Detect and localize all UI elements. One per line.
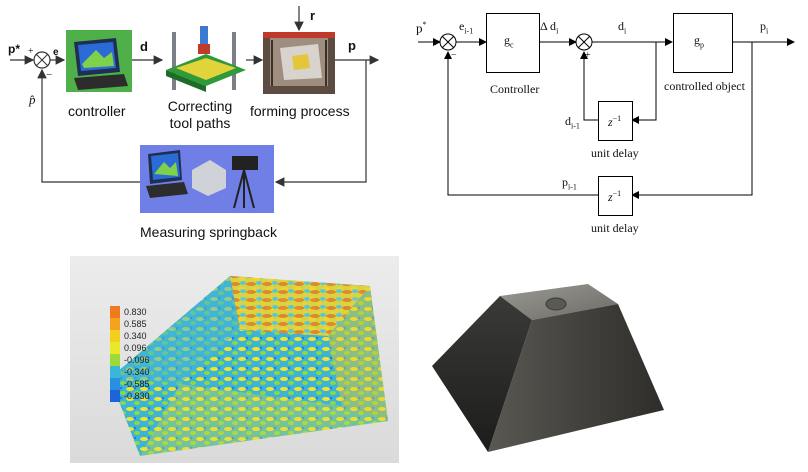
ilc-delta-d-label: Δ di [540,19,558,35]
ilc-p-prev-label: pi-1 [562,175,577,191]
plant-block-subscript: p [700,40,704,49]
controller-block: gc [486,13,540,73]
ilc-plus-3: + [585,50,591,61]
ilc-controller-label: Controller [490,82,539,97]
output-signal-label: p [348,38,356,53]
deviation-heatmap: 0.830 0.585 0.340 0.096 -0.096 -0.340 -0… [70,256,399,463]
ilc-d-prev-label: di-1 [565,114,580,130]
legend-swatch [110,390,120,402]
legend-label: 0.096 [124,343,147,353]
input-signal-label: p* [8,42,20,56]
ilc-input-label: p* [416,20,427,36]
measuring-label: Measuring springback [140,224,277,240]
command-signal-label: d [140,39,148,54]
legend-swatch [110,378,120,390]
feedback-signal-label: p̂ [29,92,36,108]
ilc-error-label: ei-1 [459,19,473,35]
ilc-delay-label-2: unit delay [591,221,639,236]
delay-exponent-2: −1 [613,189,622,198]
legend-label: -0.585 [124,379,150,389]
ilc-minus-1: − [451,50,457,61]
legend-label: -0.830 [124,391,150,401]
tool-path-machine-icon [166,26,246,92]
svg-text:−: − [46,69,52,81]
plant-block: gp [673,13,733,73]
ilc-plus-2: + [568,38,574,49]
legend-label: 0.830 [124,307,147,317]
unit-delay-block-1: z−1 [598,101,633,141]
disturbance-label: r [310,8,315,23]
legend-swatch [110,330,120,342]
ilc-d-out-label: di [618,19,626,35]
ilc-delay-label-1: unit delay [591,146,639,161]
unit-delay-block-2: z−1 [598,176,633,216]
controller-block-subscript: c [510,40,514,49]
ilc-p-out-label: pi [760,19,768,35]
part-center-mark [546,298,566,310]
legend-label: 0.585 [124,319,147,329]
controller-label: controller [68,103,126,119]
tool-paths-label: Correcting tool paths [160,98,240,132]
legend-label: -0.340 [124,367,150,377]
legend-swatch [110,318,120,330]
legend-swatch [110,366,120,378]
forming-process-label: forming process [250,103,350,119]
legend-label: 0.340 [124,331,147,341]
legend-swatch [110,354,120,366]
formed-part-photo [428,276,668,454]
legend-swatch [110,342,120,354]
legend-label: -0.096 [124,355,150,365]
heatmap-legend: 0.830 0.585 0.340 0.096 -0.096 -0.340 -0… [110,306,170,406]
legend-swatch [110,306,120,318]
error-signal-label: e [53,47,59,58]
delay-exponent-1: −1 [613,114,622,123]
ilc-plant-label: controlled object [664,79,745,94]
svg-text:+: + [28,46,34,57]
ilc-plus-1: + [433,38,439,49]
